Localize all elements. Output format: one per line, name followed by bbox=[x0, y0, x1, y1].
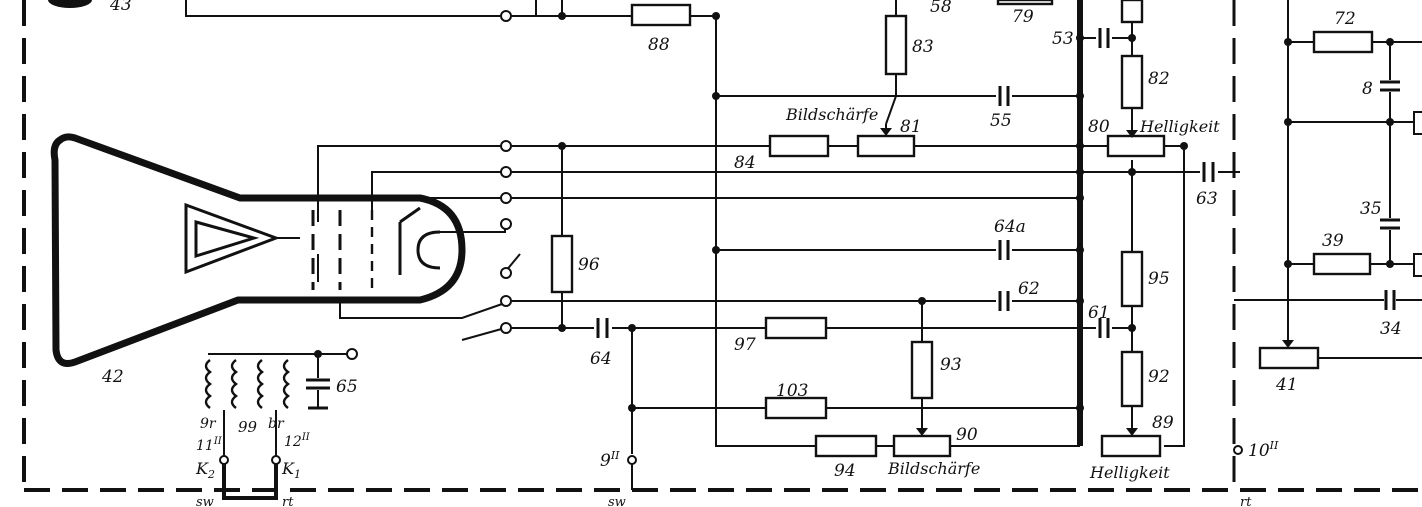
resistor-93 bbox=[910, 340, 934, 400]
svg-text:sw: sw bbox=[608, 495, 626, 507]
resistor-top bbox=[1120, 0, 1144, 24]
svg-text:rt: rt bbox=[282, 495, 294, 507]
svg-text:82: 82 bbox=[1148, 69, 1170, 89]
svg-text:84: 84 bbox=[734, 153, 756, 173]
potentiometer-41 bbox=[1258, 346, 1320, 370]
svg-text:96: 96 bbox=[578, 255, 600, 275]
svg-text:103: 103 bbox=[776, 381, 808, 401]
resistor-82 bbox=[1120, 54, 1144, 110]
potentiometer-81 bbox=[856, 134, 916, 158]
right-section bbox=[1234, 0, 1422, 370]
label-42: 42 bbox=[101, 367, 124, 387]
resistor-96 bbox=[550, 234, 574, 294]
svg-text:Helligkeit: Helligkeit bbox=[1139, 117, 1220, 136]
svg-text:80: 80 bbox=[1088, 117, 1110, 137]
svg-text:55: 55 bbox=[990, 111, 1012, 131]
component-labels: 58 79 53 83 82 72 8 55 Bildschärfe 81 80… bbox=[578, 0, 1402, 482]
svg-text:rt: rt bbox=[1240, 495, 1252, 507]
svg-text:83: 83 bbox=[912, 37, 934, 57]
resistor-39 bbox=[1312, 252, 1372, 276]
svg-text:sw: sw bbox=[196, 495, 214, 507]
partial-component-43: 43 bbox=[48, 0, 132, 15]
svg-text:81: 81 bbox=[900, 117, 922, 137]
svg-text:34: 34 bbox=[1380, 319, 1402, 339]
resistor-72 bbox=[1312, 30, 1374, 54]
svg-text:95: 95 bbox=[1148, 269, 1170, 289]
svg-text:K1: K1 bbox=[281, 459, 301, 481]
resistor-92 bbox=[1120, 350, 1144, 408]
svg-text:br: br bbox=[268, 416, 285, 432]
svg-text:K2: K2 bbox=[195, 459, 215, 481]
svg-text:9r: 9r bbox=[200, 416, 217, 432]
resistor-94 bbox=[814, 434, 878, 458]
svg-text:72: 72 bbox=[1334, 9, 1356, 29]
svg-text:58: 58 bbox=[930, 0, 952, 17]
label-65: 65 bbox=[336, 377, 358, 397]
svg-text:79: 79 bbox=[1012, 7, 1034, 27]
svg-text:9II: 9II bbox=[600, 449, 620, 471]
dashed-frame bbox=[22, 0, 1422, 492]
deflection-coils: 65 9r 99 br 11II 12II K2 K1 sw rt bbox=[195, 348, 358, 507]
svg-text:Helligkeit: Helligkeit bbox=[1089, 463, 1170, 482]
svg-text:64: 64 bbox=[590, 349, 612, 369]
svg-text:93: 93 bbox=[940, 355, 962, 375]
junction-dots bbox=[558, 34, 1188, 412]
label-88: 88 bbox=[648, 35, 670, 55]
potentiometer-89 bbox=[1100, 434, 1162, 458]
resistor-79 bbox=[996, 0, 1054, 6]
svg-text:99: 99 bbox=[238, 418, 258, 436]
potentiometer-80 bbox=[1106, 134, 1166, 158]
svg-text:12II: 12II bbox=[284, 432, 311, 450]
svg-text:94: 94 bbox=[834, 461, 856, 481]
svg-text:10II: 10II bbox=[1248, 439, 1279, 461]
svg-text:92: 92 bbox=[1148, 367, 1170, 387]
capacitors bbox=[596, 28, 1215, 338]
potentiometer-90 bbox=[892, 434, 952, 458]
svg-text:11II: 11II bbox=[196, 436, 223, 454]
resistor-84 bbox=[768, 134, 830, 158]
label-43: 43 bbox=[109, 0, 132, 15]
svg-text:39: 39 bbox=[1322, 231, 1344, 251]
svg-text:53: 53 bbox=[1052, 29, 1074, 49]
svg-text:35: 35 bbox=[1360, 199, 1382, 219]
signal-lines bbox=[512, 0, 1240, 454]
resistor-97 bbox=[764, 316, 828, 340]
svg-text:63: 63 bbox=[1196, 189, 1218, 209]
svg-text:89: 89 bbox=[1152, 413, 1174, 433]
top-wiring: 88 bbox=[185, 0, 720, 55]
crt-picture-tube: 42 bbox=[50, 133, 466, 387]
svg-text:8: 8 bbox=[1362, 79, 1373, 99]
svg-text:90: 90 bbox=[956, 425, 978, 445]
svg-text:61: 61 bbox=[1088, 303, 1110, 323]
svg-text:Bildschärfe: Bildschärfe bbox=[785, 105, 878, 124]
svg-text:62: 62 bbox=[1018, 279, 1040, 299]
svg-text:41: 41 bbox=[1275, 375, 1298, 395]
svg-text:Bildschärfe: Bildschärfe bbox=[887, 459, 980, 478]
svg-text:97: 97 bbox=[734, 335, 756, 355]
pin-terminals bbox=[500, 10, 512, 334]
resistor-95 bbox=[1120, 250, 1144, 308]
resistor-103 bbox=[764, 396, 828, 420]
bottom-terminals: 9II sw 10II rt bbox=[600, 439, 1279, 507]
resistor-83 bbox=[884, 14, 908, 76]
svg-text:64a: 64a bbox=[994, 217, 1026, 237]
resistors bbox=[550, 0, 1166, 458]
